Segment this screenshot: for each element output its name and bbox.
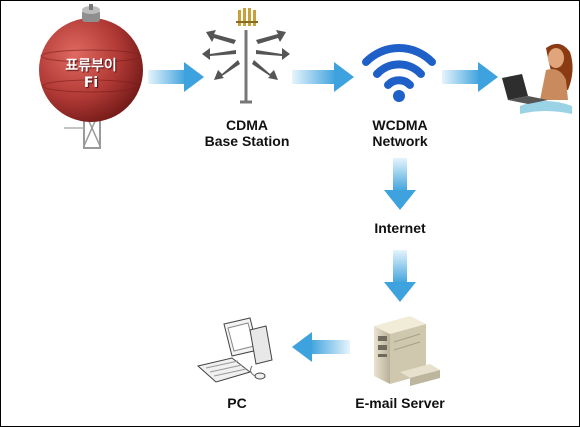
cdma-label-line2: Base Station [204,133,290,149]
arrow-wcdma-to-user [442,62,498,92]
wifi-icon [362,44,436,102]
pc-icon [196,317,273,383]
buoy-label-line2: Fi [83,75,99,91]
wcdma-label-line1: WCDMA [372,117,428,133]
buoy-icon [39,4,143,149]
wcdma-label: WCDMA Network [350,117,450,149]
pc-label: PC [227,395,247,411]
arrow-wcdma-to-internet [384,158,416,210]
buoy-label: 표류부이 Fi [52,58,130,92]
arrow-cdma-to-wcdma [292,62,354,92]
arrow-email-to-pc [292,332,350,362]
cell-tower-icon [202,8,290,104]
arrow-buoy-to-cdma [148,62,204,92]
laptop-user-icon [502,43,573,114]
email-server-label: E-mail Server [355,395,445,411]
buoy-label-line1: 표류부이 [65,58,117,74]
cdma-label: CDMA Base Station [190,117,304,149]
email-server-icon [374,316,440,386]
cdma-label-line1: CDMA [226,117,268,133]
internet-label: Internet [374,220,426,236]
wcdma-label-line2: Network [372,133,428,149]
arrow-internet-to-email [384,250,416,302]
